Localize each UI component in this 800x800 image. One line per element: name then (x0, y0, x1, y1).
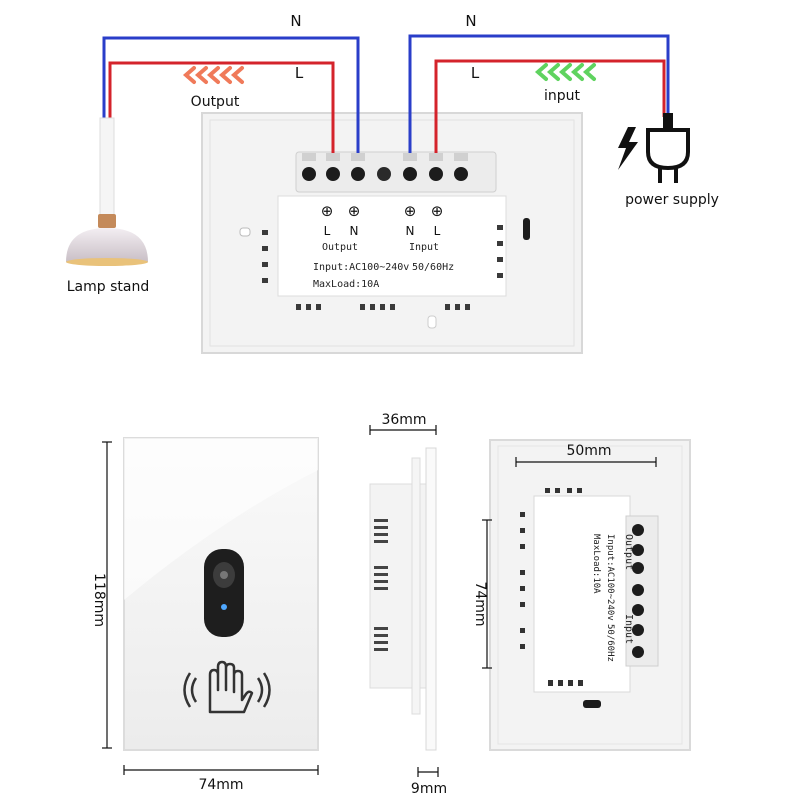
live-label-right: L (471, 64, 480, 82)
neutral-label-left: N (290, 12, 301, 30)
neutral-wire-right (408, 34, 670, 153)
lightning-icon (618, 127, 638, 170)
neutral-wire-left (102, 36, 360, 153)
back-view-input: Input (623, 614, 634, 644)
svg-text:⊕: ⊕ (348, 202, 361, 220)
vent-slots (262, 225, 503, 310)
lamp-label: Lamp stand (67, 279, 149, 295)
front-dimension-lines (102, 441, 319, 775)
neutral-label-right: N (465, 12, 476, 30)
live-label-left: L (295, 64, 304, 82)
terminal-right-l: L (434, 224, 441, 238)
back-width-label: 50mm (566, 443, 611, 459)
side-dimension-lines (369, 425, 439, 777)
power-supply-label: power supply (625, 192, 719, 208)
power-plug-icon (646, 113, 690, 183)
svg-text:⊕: ⊕ (431, 202, 444, 220)
input-label: input (544, 88, 581, 104)
terminal-right-n: N (406, 224, 415, 238)
terminal-left-l: L (324, 224, 331, 238)
spec-maxload: MaxLoad:10A (313, 279, 379, 290)
back-view-spec-load: MaxLoad:10A (591, 534, 601, 594)
terminal-screws (302, 167, 468, 181)
wires (102, 34, 670, 153)
back-view-output: Output (623, 534, 634, 570)
input-terminal-label: Input (409, 242, 439, 253)
live-wire-left (108, 61, 335, 153)
hand-wave-icon (183, 660, 271, 714)
back-height-label: 74mm (472, 581, 488, 626)
front-view (123, 437, 319, 751)
side-view (369, 447, 437, 751)
input-arrows-icon (534, 63, 596, 81)
output-label: Output (191, 94, 240, 110)
svg-text:⊕: ⊕ (321, 202, 334, 220)
front-width-label: 74mm (198, 777, 243, 793)
side-depth-label: 36mm (381, 412, 426, 428)
back-panel-top: ⊕ ⊕ ⊕ ⊕ L N N L Output Input Input:AC100… (201, 112, 583, 354)
output-terminal-label: Output (322, 242, 358, 253)
front-height-label: 118mm (91, 573, 107, 627)
svg-text:⊕: ⊕ (404, 202, 417, 220)
lamp-icon (66, 117, 148, 266)
back-view-spec-input: Input:AC100~240v (605, 534, 615, 621)
live-wire-right (434, 59, 666, 153)
output-arrows-icon (182, 66, 244, 84)
spec-input: Input:AC100~240v (313, 262, 409, 273)
back-dimension-lines (482, 457, 657, 669)
back-view-spec-freq: 50/60Hz (605, 624, 615, 662)
back-view: Input:AC100~240v 50/60Hz MaxLoad:10A Out… (489, 439, 691, 751)
spec-frequency: 50/60Hz (412, 262, 454, 273)
terminal-left-n: N (350, 224, 359, 238)
side-glass-label: 9mm (411, 781, 447, 797)
